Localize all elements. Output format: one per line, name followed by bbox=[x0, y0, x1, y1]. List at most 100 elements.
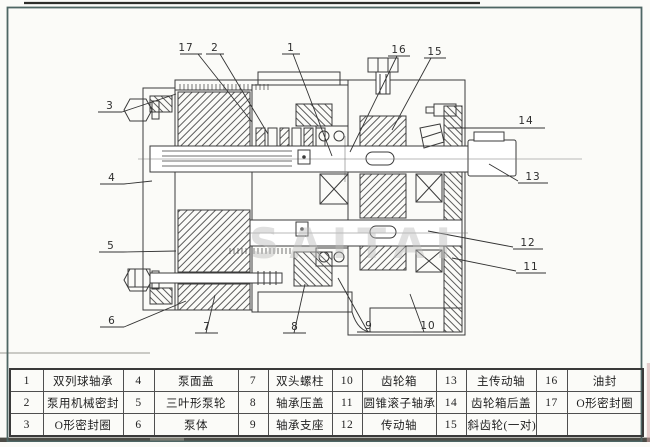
seal-housing-lip bbox=[257, 71, 341, 86]
gear-hatch-middle bbox=[359, 173, 407, 219]
svg-text:1: 1 bbox=[287, 42, 295, 54]
oil-seal-hooks bbox=[295, 149, 311, 237]
svg-text:6: 6 bbox=[108, 315, 116, 327]
callout-8: 8 bbox=[283, 283, 306, 334]
scan-smudge-bottom bbox=[0, 437, 650, 442]
svg-text:4: 4 bbox=[108, 172, 116, 184]
bearing-gland-hatch bbox=[293, 251, 333, 287]
part-no-16: 16 bbox=[535, 368, 568, 392]
part-no-9: 9 bbox=[237, 413, 269, 437]
callout-7: 7 bbox=[195, 294, 218, 334]
part-name-6: 泵体 bbox=[153, 413, 239, 437]
pump-body-hatch-lower bbox=[177, 283, 251, 311]
part-name-3: O形密封圈 bbox=[42, 413, 124, 437]
parts-table-row-1: 1 双列球轴承 4 泵面盖 7 双头螺柱 10 齿轮箱 13 主传动轴 16 油… bbox=[9, 368, 644, 392]
part-no-12: 12 bbox=[331, 413, 363, 437]
part-no-13: 13 bbox=[435, 368, 467, 392]
gearbox-top-bolt bbox=[367, 57, 399, 95]
part-no-2: 2 bbox=[9, 391, 44, 414]
svg-text:9: 9 bbox=[365, 320, 373, 332]
svg-text:14: 14 bbox=[518, 115, 533, 127]
part-no-6: 6 bbox=[122, 413, 155, 437]
part-name-7: 双头螺柱 bbox=[267, 368, 333, 392]
part-name-8: 轴承压盖 bbox=[267, 391, 333, 414]
gear-hatch-upper bbox=[359, 115, 407, 147]
svg-text:5: 5 bbox=[107, 240, 115, 252]
svg-text:3: 3 bbox=[106, 100, 114, 112]
spline-lines bbox=[162, 150, 292, 167]
parts-table-row-2: 2 泵用机械密封 5 三叶形泵轮 8 轴承压盖 11 圆锥滚子轴承 14 齿轮箱… bbox=[9, 391, 644, 414]
part-no-15: 15 bbox=[435, 413, 467, 437]
part-no-7: 7 bbox=[237, 368, 269, 392]
part-name-13: 主传动轴 bbox=[465, 368, 537, 392]
gear-hatch-lower bbox=[359, 245, 407, 271]
part-name-5: 三叶形泵轮 bbox=[153, 391, 239, 414]
callout-11: 11 bbox=[451, 257, 546, 274]
callout-16: 16 bbox=[349, 44, 410, 153]
part-name-12: 传动轴 bbox=[361, 413, 437, 437]
callout-4: 4 bbox=[100, 172, 153, 185]
svg-text:7: 7 bbox=[203, 321, 211, 333]
part-name-1: 双列球轴承 bbox=[42, 368, 124, 392]
part-no-5: 5 bbox=[122, 391, 155, 414]
tapered-roller-bearing bbox=[419, 123, 445, 149]
gearbox-outline bbox=[347, 79, 466, 336]
callout-2: 2 bbox=[206, 42, 269, 135]
pump-cover-hatch-top bbox=[177, 91, 251, 157]
ball-bearing-lower bbox=[315, 247, 349, 267]
flange-hatch-bottom bbox=[149, 287, 173, 305]
callout-10: 10 bbox=[409, 293, 440, 333]
svg-text:8: 8 bbox=[291, 321, 299, 333]
empty-no-cell bbox=[535, 413, 568, 437]
part-name-9: 轴承支座 bbox=[267, 413, 333, 437]
callout-3: 3 bbox=[98, 93, 177, 113]
housing-foot bbox=[257, 291, 353, 313]
parts-table: 1 双列球轴承 4 泵面盖 7 双头螺柱 10 齿轮箱 13 主传动轴 16 油… bbox=[9, 368, 644, 437]
fasteners bbox=[123, 57, 457, 292]
top-lip bbox=[174, 79, 348, 88]
callout-6: 6 bbox=[100, 300, 187, 328]
part-no-3: 3 bbox=[9, 413, 44, 437]
svg-text:13: 13 bbox=[525, 171, 540, 183]
scan-pink-edge bbox=[646, 363, 650, 442]
part-name-4: 泵面盖 bbox=[153, 368, 239, 392]
svg-text:16: 16 bbox=[391, 44, 406, 56]
keyway-lower bbox=[369, 225, 397, 239]
part-name-17: O形密封圈 bbox=[566, 391, 644, 414]
part-name-15: 斜齿轮(一对) bbox=[465, 413, 537, 437]
ball-bearing-upper bbox=[315, 125, 349, 147]
svg-text:11: 11 bbox=[523, 261, 538, 273]
stud-bolt bbox=[127, 268, 283, 288]
callout-5: 5 bbox=[99, 240, 177, 253]
pump-cover-hatch-bottom bbox=[177, 209, 251, 273]
drawing-linework bbox=[123, 57, 582, 336]
svg-text:2: 2 bbox=[211, 42, 219, 54]
part-no-4: 4 bbox=[122, 368, 155, 392]
callout-15: 15 bbox=[391, 46, 446, 131]
part-name-16: 油封 bbox=[566, 368, 644, 392]
callout-14: 14 bbox=[448, 115, 545, 129]
part-name-10: 齿轮箱 bbox=[361, 368, 437, 392]
part-name-2: 泵用机械密封 bbox=[42, 391, 124, 414]
keyway-upper bbox=[365, 151, 395, 166]
svg-text:15: 15 bbox=[427, 46, 442, 58]
output-shaft-key bbox=[473, 131, 505, 142]
bearings bbox=[295, 123, 445, 273]
scan-smudge-gap bbox=[150, 438, 184, 442]
part-no-1: 1 bbox=[9, 368, 44, 392]
part-name-14: 齿轮箱后盖 bbox=[465, 391, 537, 414]
part-no-8: 8 bbox=[237, 391, 269, 414]
rear-cover-bolt bbox=[425, 103, 457, 117]
empty-name-cell bbox=[566, 413, 644, 437]
callouts: 17 2 1 16 15 3 4 5 6 7 8 9 10 14 13 12 1… bbox=[98, 42, 548, 334]
watermark: SAITAI bbox=[249, 219, 461, 268]
flange-hatch-top bbox=[149, 95, 173, 113]
callout-12: 12 bbox=[427, 230, 543, 250]
callout-13: 13 bbox=[488, 163, 548, 184]
part-no-10: 10 bbox=[331, 368, 363, 392]
seal-housing-hatch bbox=[295, 103, 333, 127]
callout-1: 1 bbox=[282, 42, 333, 157]
hatched-sections bbox=[149, 91, 463, 333]
parts-table-row-3: 3 O形密封圈 6 泵体 9 轴承支座 12 传动轴 15 斜齿轮(一对) bbox=[9, 413, 644, 437]
